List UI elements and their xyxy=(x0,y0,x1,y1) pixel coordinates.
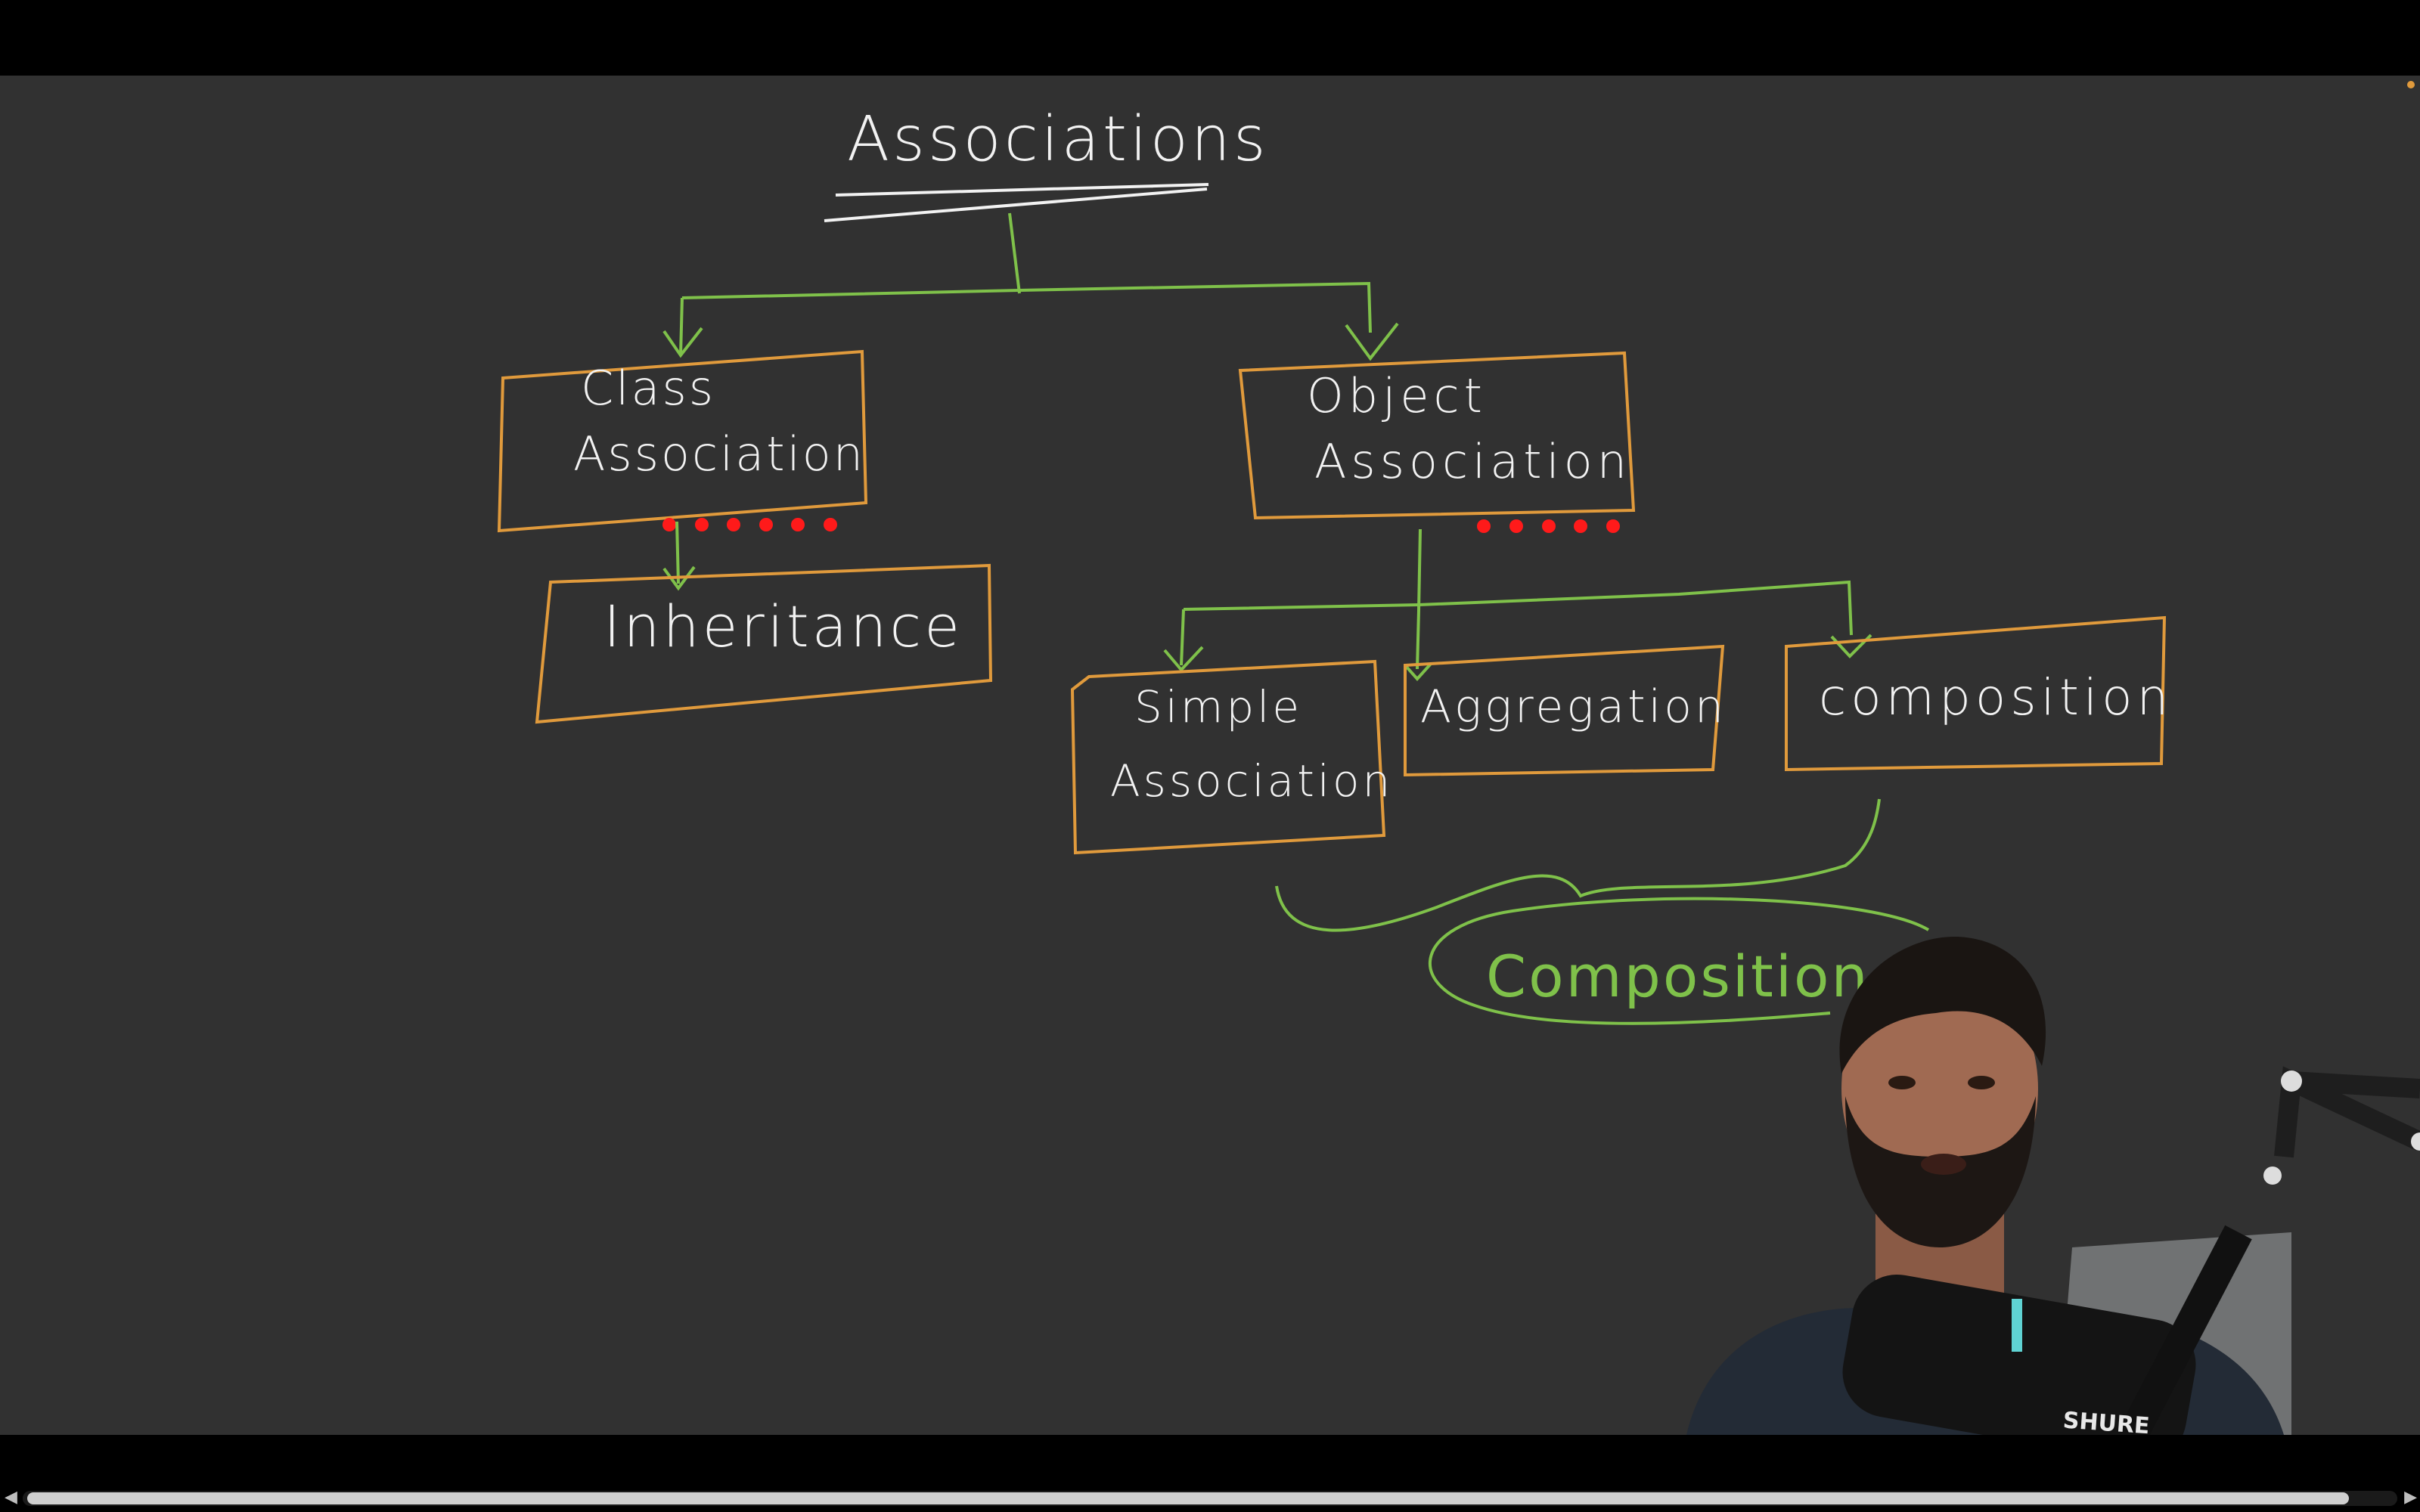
class-association-line2: Association xyxy=(573,426,865,482)
mic-arm xyxy=(2274,1066,2420,1158)
horizontal-scrollbar-thumb[interactable] xyxy=(27,1492,2349,1504)
whiteboard-canvas: Associations Class Association Object As… xyxy=(0,76,2420,1435)
composition-node: composition xyxy=(1785,615,2173,772)
brace-to-composition xyxy=(1275,798,1881,932)
svg-text:Object Association: Object Association xyxy=(1307,368,1631,489)
object-association-node: Object Association xyxy=(1238,351,1636,520)
title-connector-arrows xyxy=(662,212,1399,361)
object-association-line2: Association xyxy=(1314,434,1631,489)
svg-text:Class Association: Class Association xyxy=(573,361,865,482)
simple-association-line2: Association xyxy=(1110,755,1393,807)
object-association-line1: Object xyxy=(1307,368,1487,423)
composition-annotation-label: Composition xyxy=(1486,943,1870,1010)
presenter-webcam-overlay: SHURE xyxy=(1664,915,2420,1435)
title-underline xyxy=(824,183,1209,222)
microphone xyxy=(1842,1225,2252,1435)
svg-text:Simple Association: Simple Association xyxy=(1110,681,1393,807)
inheritance-node: Inheritance xyxy=(535,563,993,724)
aggregation-node: Aggregation xyxy=(1404,644,1727,777)
top-letterbox-bar xyxy=(0,0,2420,76)
class-to-inheritance-arrow xyxy=(662,521,696,591)
composition-annotation: Composition xyxy=(1429,897,1930,1025)
diagram-title: Associations xyxy=(847,104,1269,175)
object-association-connector-arrows xyxy=(1163,528,1872,681)
diagram-svg: Associations Class Association Object As… xyxy=(497,81,2415,1025)
simple-association-node: Simple Association xyxy=(1070,659,1393,855)
class-association-node: Class Association xyxy=(497,349,868,533)
simple-association-line1: Simple xyxy=(1134,681,1302,733)
scroll-right-icon[interactable]: ▶ xyxy=(2404,1488,2417,1507)
mic-brand-label: SHURE xyxy=(2062,1407,2151,1435)
presenter-illustration: SHURE xyxy=(1686,937,2420,1435)
cursor-dot xyxy=(2407,81,2415,88)
class-association-line1: Class xyxy=(581,361,715,416)
composition-label: composition xyxy=(1819,668,2173,727)
laser-pointer-dots xyxy=(662,518,1620,533)
aggregation-label: Aggregation xyxy=(1420,680,1727,733)
presenter-hair xyxy=(1839,937,2046,1074)
inheritance-label: Inheritance xyxy=(603,593,963,660)
scroll-left-icon[interactable]: ◀ xyxy=(5,1488,17,1507)
